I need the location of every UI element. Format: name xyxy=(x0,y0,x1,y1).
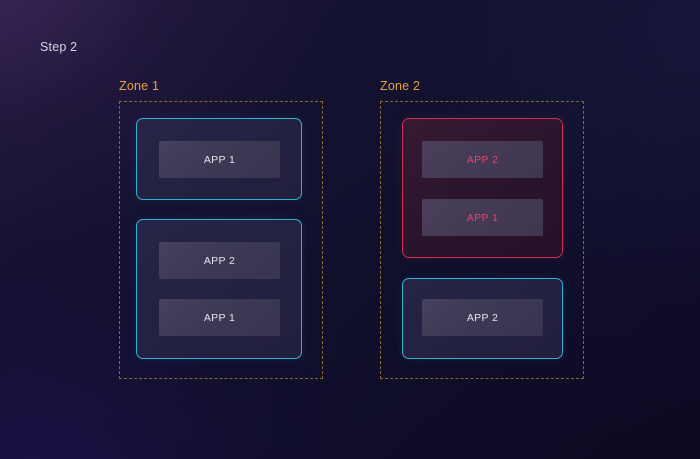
app-tile[interactable]: APP 2 xyxy=(422,141,543,178)
zone-boundary xyxy=(380,101,584,379)
app-tile[interactable]: APP 1 xyxy=(422,199,543,236)
zone-label: Zone 1 xyxy=(119,79,160,93)
app-tile[interactable]: APP 2 xyxy=(159,242,280,279)
app-tile[interactable]: APP 1 xyxy=(159,299,280,336)
app-group[interactable] xyxy=(136,219,302,359)
app-tile[interactable]: APP 1 xyxy=(159,141,280,178)
zone-label: Zone 2 xyxy=(380,79,421,93)
app-group-error[interactable] xyxy=(402,118,563,258)
app-tile[interactable]: APP 2 xyxy=(422,299,543,336)
zone-boundary xyxy=(119,101,323,379)
step-label: Step 2 xyxy=(40,40,78,54)
